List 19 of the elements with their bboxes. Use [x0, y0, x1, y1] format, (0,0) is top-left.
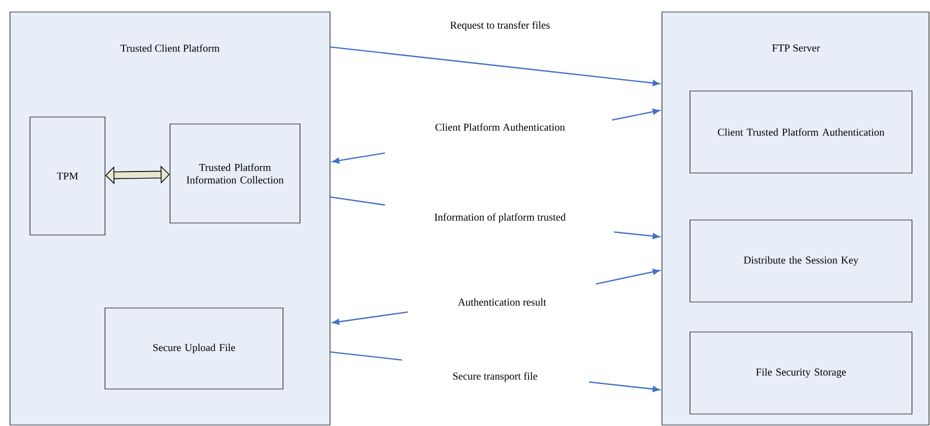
- process-box: Secure Upload File: [104, 308, 284, 390]
- process-box: File Security Storage: [690, 332, 912, 414]
- arrow: [332, 152, 386, 164]
- arrow: [612, 108, 660, 121]
- message-label: Authentication result: [458, 298, 546, 306]
- message-label: Information of platform trusted: [434, 213, 566, 223]
- message-label: Secure transport file: [453, 372, 538, 382]
- module-box: TPM: [30, 116, 106, 236]
- process-box: Client Trusted Platform Authentication: [690, 90, 912, 174]
- message-label: Client Platform Authentication: [435, 123, 565, 131]
- arrow: [105, 166, 170, 184]
- process-box: Trusted Platform Information Collection: [170, 124, 300, 224]
- arrow: [588, 381, 660, 392]
- arrow: [596, 268, 660, 285]
- arrow: [332, 311, 408, 325]
- arrow: [614, 231, 660, 240]
- edge-label: Request to transfer files: [449, 20, 551, 32]
- process-box: Distribute the Session Key: [690, 220, 912, 302]
- arrow: [330, 46, 660, 86]
